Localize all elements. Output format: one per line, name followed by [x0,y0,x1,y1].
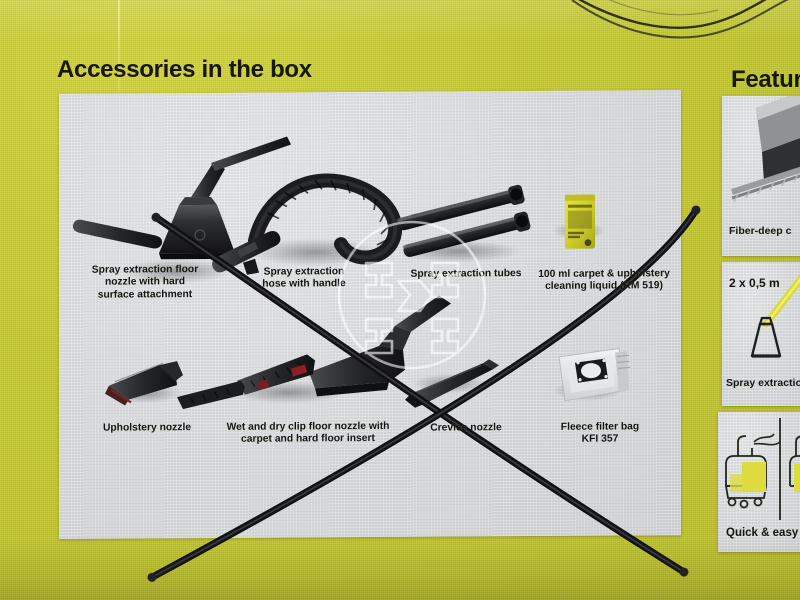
features-label-spray-extraction: Spray extraction [726,377,800,389]
vacuum-cable [571,0,789,39]
label-spray-extraction-hose: Spray extraction hose with handle [262,266,346,291]
label-upholstery-nozzle: Upholstery nozzle [102,422,192,434]
carton-top-highlight [0,0,800,40]
label-wet-dry-floor-nozzle: Wet and dry clip floor nozzle with carpe… [226,420,390,446]
panel-texture [722,262,800,406]
label-fleece-filter-bag: Fleece filter bag KFI 357 [560,421,640,446]
features-label-hose-length: 2 x 0,5 m [729,276,780,290]
label-cleaning-liquid: 100 ml carpet & upholstery cleaning liqu… [538,268,670,293]
illus-quick-and-easy-to-use [725,418,800,520]
page-title: Accessories in the box [57,56,312,83]
features-panel-hose-length [722,262,800,406]
features-label-quick-easy: Quick & easy to [726,527,800,539]
features-title: Featur [731,66,800,93]
illus-cleaning-liquid-sachet [565,194,595,249]
label-spray-extraction-tubes: Spray extraction tubes [410,268,522,280]
accessories-panel: Spray extraction floor nozzle with hard … [59,90,701,582]
illus-spray-extraction-wand [750,274,800,358]
carton-crease [118,0,120,118]
features-label-fiber-deep: Fiber-deep c [729,225,792,237]
label-crevice-nozzle: Crevice nozzle [430,422,502,434]
accessory-illustrations [72,136,631,410]
features-panel-quick-easy [718,412,800,552]
illus-fiber-deep-cleaning [731,96,800,203]
label-spray-extraction-floor-nozzle: Spray extraction floor nozzle with hard … [91,264,199,301]
features-panel-fiber-deep [722,96,800,256]
carton-bottom-shadow [0,536,800,600]
